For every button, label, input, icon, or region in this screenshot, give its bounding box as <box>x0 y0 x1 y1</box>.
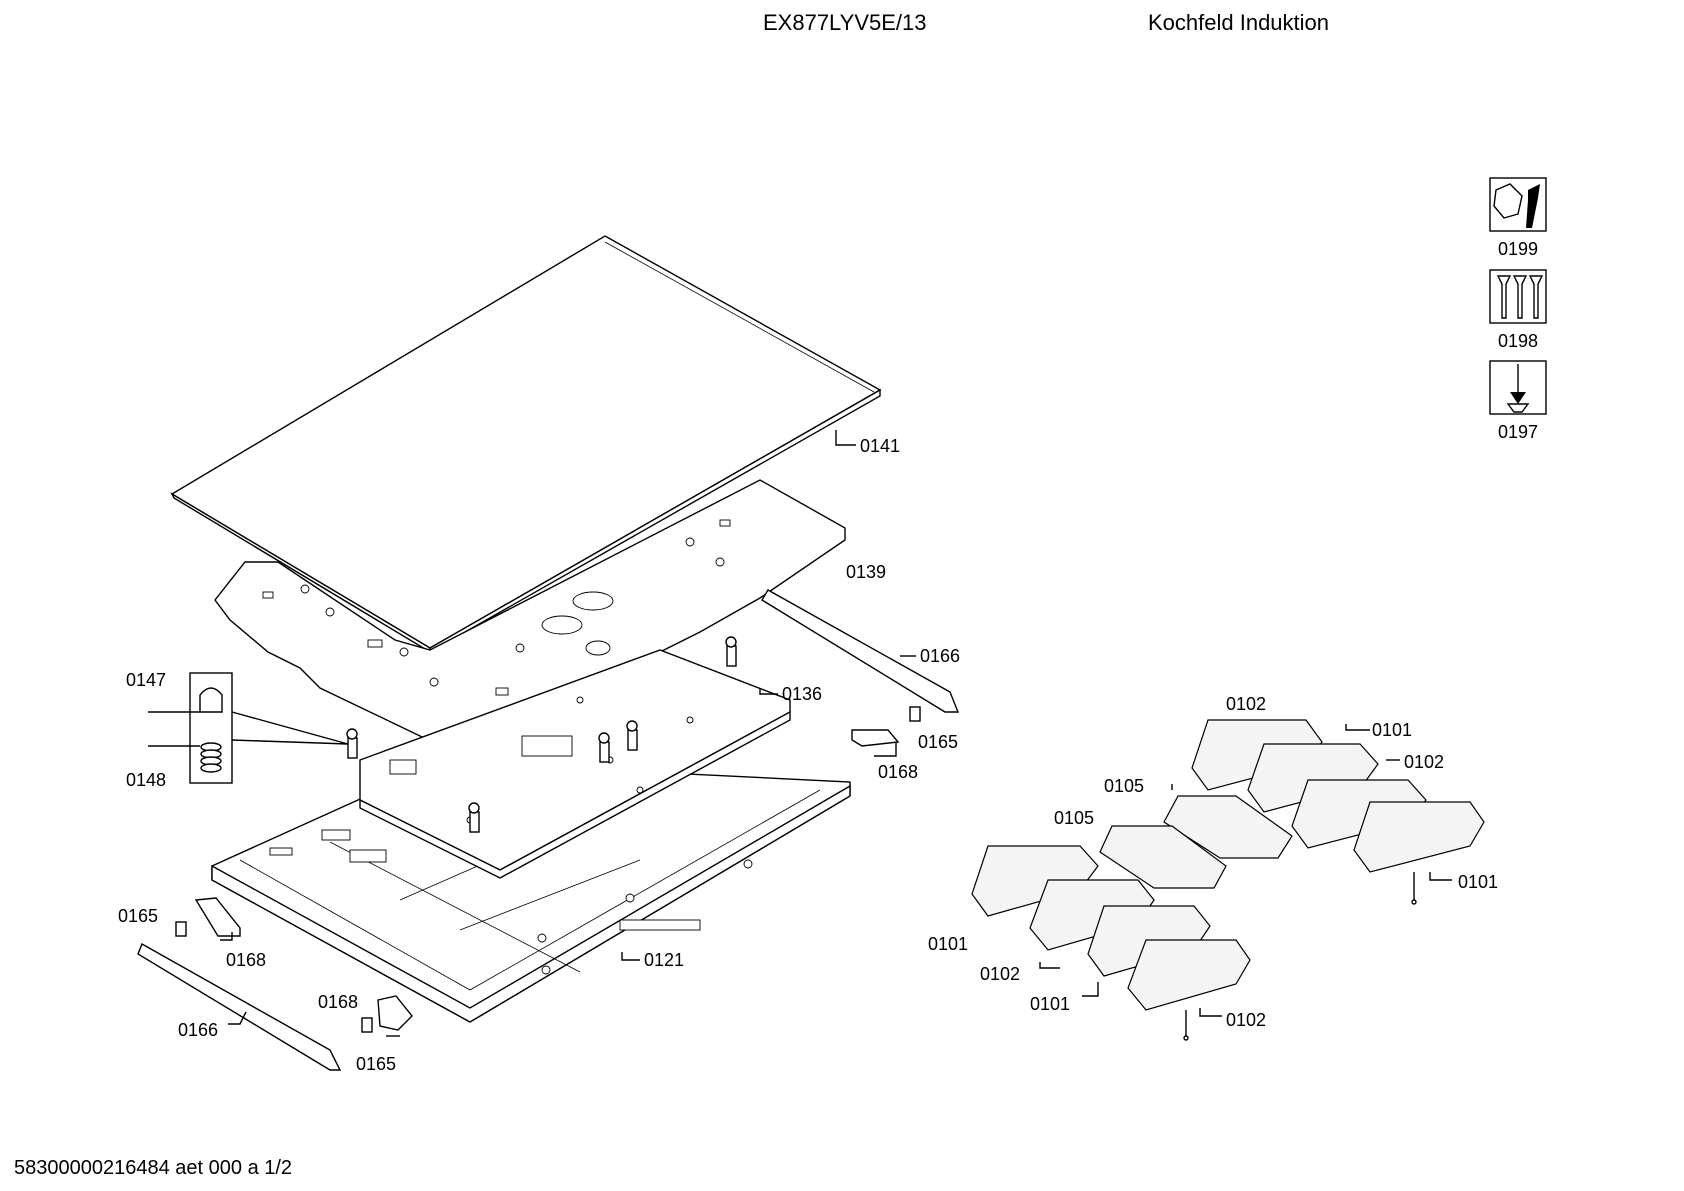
part-label-0168: 0168 <box>878 762 918 782</box>
coil-carrier-frame <box>359 649 791 879</box>
screwdriver-icon: 0197 <box>1489 360 1547 442</box>
part-label-0166: 0166 <box>178 1020 218 1040</box>
wrench-nut-icon: 0199 <box>1489 177 1547 259</box>
part-label-0168: 0168 <box>318 992 358 1012</box>
top-mounting-plate <box>214 479 846 761</box>
part-label-0139: 0139 <box>846 562 886 582</box>
part-label-0102: 0102 <box>1226 1010 1266 1030</box>
part-label-0101: 0101 <box>1030 994 1070 1014</box>
diagram-title: Kochfeld Induktion <box>1148 10 1330 35</box>
coil-sensor-pins <box>1183 872 1417 1041</box>
pin-spring-inset <box>148 672 349 784</box>
screws-icon: 0198 <box>1489 269 1547 351</box>
part-label-0121: 0121 <box>644 950 684 970</box>
part-label-0101: 0101 <box>1372 720 1412 740</box>
part-label-0165: 0165 <box>356 1054 396 1074</box>
part-label-0165: 0165 <box>918 732 958 752</box>
part-label-0102: 0102 <box>1226 694 1266 714</box>
document-id: 58300000216484 aet 000 a 1/2 <box>14 1157 293 1179</box>
part-label-0168: 0168 <box>226 950 266 970</box>
icon-label-0198: 0198 <box>1498 331 1538 351</box>
part-label-0105: 0105 <box>1104 776 1144 796</box>
induction-coil-6 <box>1099 825 1227 889</box>
part-label-0148: 0148 <box>126 770 166 790</box>
side-rail-left <box>137 942 342 1071</box>
part-label-0147: 0147 <box>126 670 166 690</box>
part-label-0102: 0102 <box>1404 752 1444 772</box>
part-label-0101: 0101 <box>928 934 968 954</box>
clips-and-brackets <box>175 706 921 1033</box>
leader-lines <box>220 430 1452 1037</box>
induction-coil-3 <box>1163 795 1293 859</box>
model-number: EX877LYV5E/13 <box>763 10 927 35</box>
bottom-housing <box>211 761 851 1023</box>
part-label-0102: 0102 <box>980 964 1020 984</box>
part-label-0105: 0105 <box>1054 808 1094 828</box>
icon-label-0199: 0199 <box>1498 239 1538 259</box>
compression-springs <box>346 636 737 833</box>
part-label-0136: 0136 <box>782 684 822 704</box>
part-label-0101: 0101 <box>1458 872 1498 892</box>
induction-coil-10 <box>1127 939 1251 1011</box>
part-label-0141: 0141 <box>860 436 900 456</box>
part-label-0166: 0166 <box>920 646 960 666</box>
icon-label-0197: 0197 <box>1498 422 1538 442</box>
part-labels: 0141 0139 0166 0136 0165 0168 0147 0148 … <box>118 436 1498 1074</box>
side-rail-right <box>761 589 960 713</box>
induction-coil-5 <box>1353 801 1485 873</box>
part-label-0165: 0165 <box>118 906 158 926</box>
